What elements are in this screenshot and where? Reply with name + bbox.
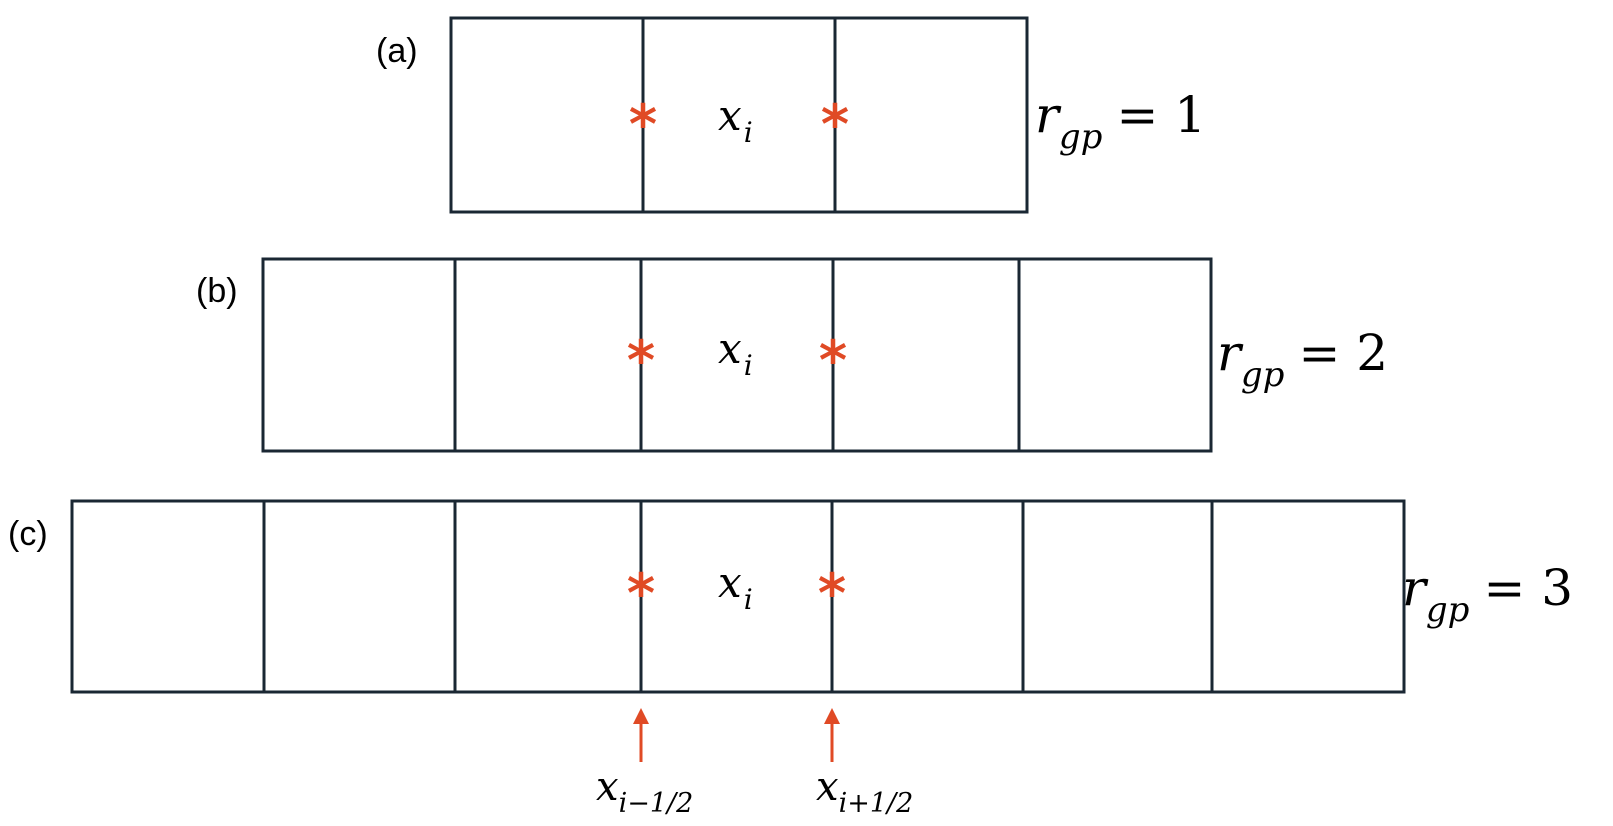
- left-interface-label: xi−1/2: [596, 764, 693, 819]
- right-interface-marker: *: [819, 329, 847, 392]
- interface-annotations: xi−1/2 xi+1/2: [596, 708, 913, 819]
- right-interface-label: xi+1/2: [816, 764, 913, 819]
- up-arrow-icon: [633, 708, 649, 762]
- grid-cell: [1017, 257, 1213, 453]
- panel-a-label: (a): [376, 32, 418, 70]
- cell-center-var: xi: [718, 558, 753, 616]
- panel-c: (c) * * xi rgp= 3: [8, 499, 1573, 694]
- grid-cell: [1210, 499, 1406, 694]
- grid-cell: [833, 16, 1029, 214]
- ratio-label: rgp= 2: [1217, 324, 1388, 395]
- up-arrow-icon: [824, 708, 840, 762]
- left-interface-marker: *: [627, 329, 655, 392]
- cell-center-var: xi: [718, 91, 753, 149]
- grid-cell: [1021, 499, 1214, 694]
- grid-cell: [830, 499, 1025, 694]
- right-interface-marker: *: [818, 562, 846, 625]
- ratio-label: rgp= 1: [1035, 86, 1206, 157]
- panel-a: (a) * * xi rgp= 1: [376, 16, 1206, 214]
- grid-cell: [453, 499, 643, 694]
- left-interface-marker: *: [627, 562, 655, 625]
- grid-cell: [453, 257, 643, 453]
- ratio-label: rgp= 3: [1402, 559, 1573, 630]
- panel-c-label: (c): [8, 515, 48, 553]
- grid-cell: [261, 257, 457, 453]
- grid-cell: [70, 499, 266, 694]
- left-interface-marker: *: [629, 93, 657, 156]
- panel-b: (b) * * xi rgp= 2: [196, 257, 1388, 453]
- panel-b-label: (b): [196, 272, 238, 310]
- grid-cell: [262, 499, 457, 694]
- cell-center-var: xi: [718, 324, 753, 382]
- right-interface-marker: *: [821, 93, 849, 156]
- grid-cell: [449, 16, 645, 214]
- grid-cell: [831, 257, 1021, 453]
